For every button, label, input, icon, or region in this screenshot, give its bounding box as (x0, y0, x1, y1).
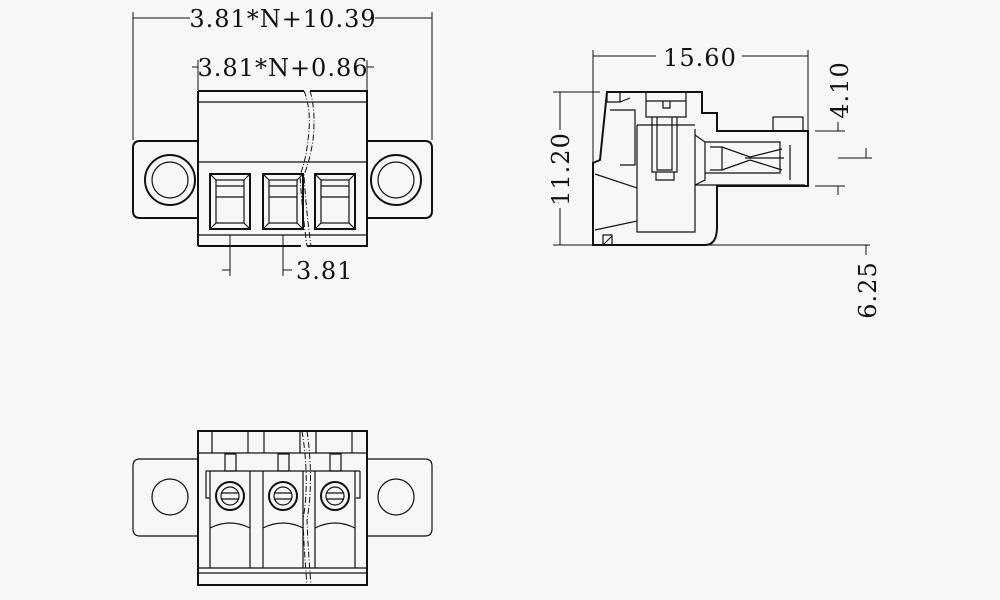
bottom-mounting-hole-right (377, 478, 415, 516)
pin-offset-label: 4.10 (826, 61, 854, 118)
wire-entry-3 (314, 173, 356, 230)
bottom-mounting-hole-left (151, 478, 189, 516)
overall-width-dimension: 3.81*N+10.39 (132, 5, 433, 140)
side-view: 15.60 11.20 4.10 6.25 (547, 44, 882, 319)
pitch-label: 3.81 (296, 257, 353, 285)
bottom-body (197, 430, 368, 586)
latch-tab (772, 116, 804, 132)
bottom-view (132, 430, 433, 586)
screw-clamp-1 (209, 453, 251, 568)
mounting-hole-left-outer (144, 154, 196, 206)
screw-clamps (209, 453, 356, 568)
pitch-dimension: 3.81 (222, 235, 353, 285)
front-body (198, 90, 368, 247)
pin-height-label: 6.25 (854, 261, 882, 318)
pin-offset-dimension: 4.10 (815, 61, 872, 195)
screw-2-icon (268, 481, 298, 511)
mounting-hole-right-outer (370, 154, 422, 206)
screw-clamp-2 (262, 453, 304, 568)
contact-spring (694, 134, 805, 186)
right-flange (367, 140, 433, 219)
bottom-right-flange (367, 458, 433, 537)
wire-entry-openings (209, 173, 356, 230)
body-width-label: 3.81*N+0.86 (198, 54, 369, 82)
mounting-hole-left (151, 161, 189, 199)
bottom-left-flange (132, 458, 198, 537)
depth-label: 15.60 (663, 44, 737, 72)
screw-3-icon (320, 481, 350, 511)
screw-1-icon (215, 481, 245, 511)
front-view: 3.81*N+10.39 3.81*N+0.86 3.81 (132, 5, 433, 285)
wire-entry-1 (209, 173, 251, 230)
screw-clamp-3 (314, 453, 356, 568)
left-flange (132, 140, 198, 219)
depth-dimension: 15.60 (592, 44, 809, 163)
body-width-dimension: 3.81*N+0.86 (192, 54, 374, 90)
height-label: 11.20 (547, 132, 575, 206)
height-dimension: 11.20 (547, 91, 870, 246)
overall-width-label: 3.81*N+10.39 (189, 5, 376, 33)
mounting-hole-right (377, 161, 415, 199)
wire-entry-2 (262, 173, 304, 230)
pin-height-dimension: 6.25 (854, 245, 882, 319)
